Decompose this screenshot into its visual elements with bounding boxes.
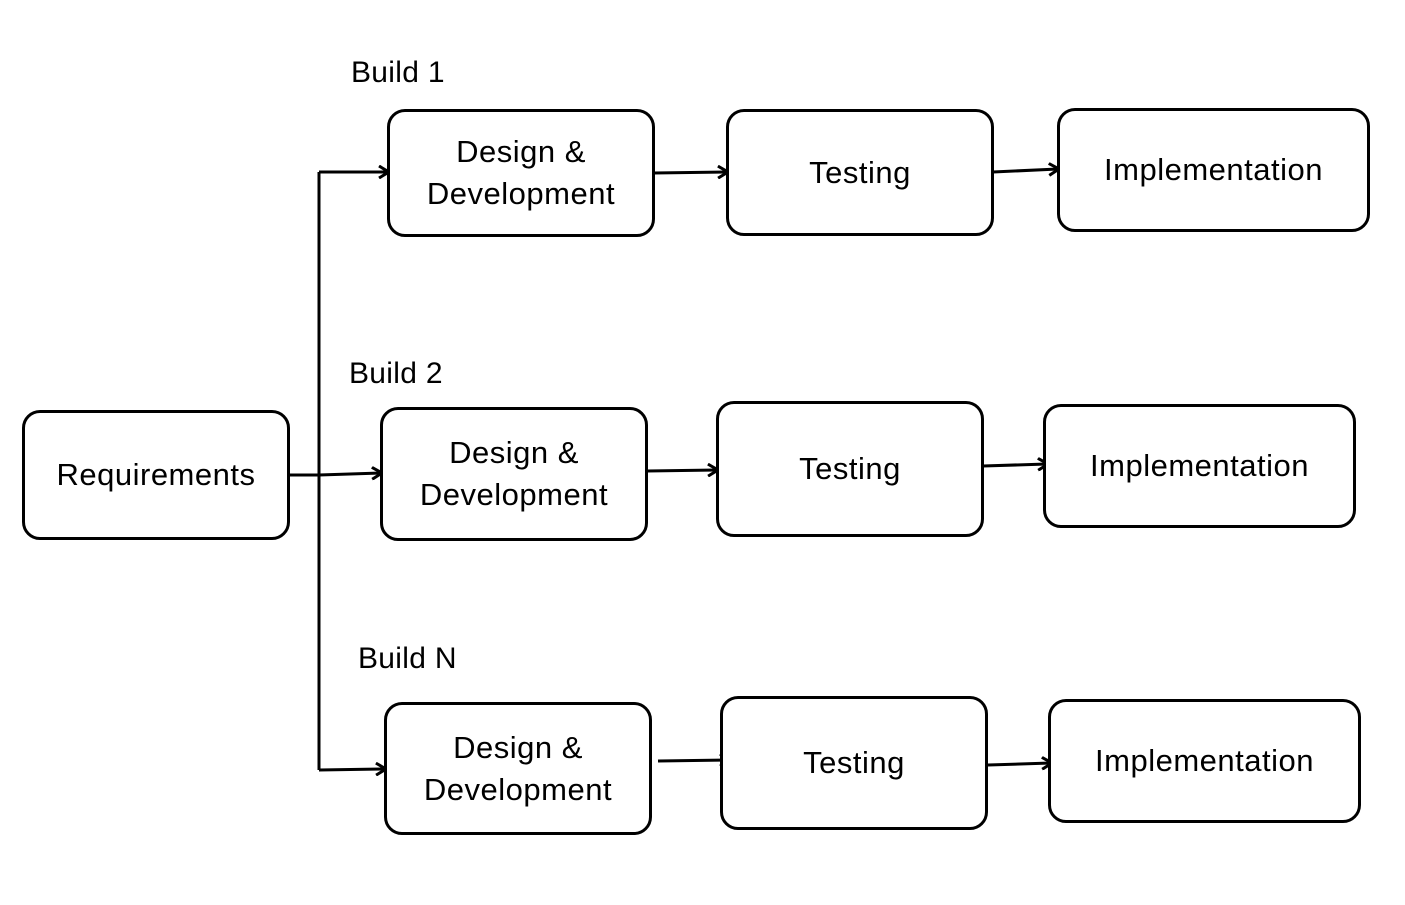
build-2-label: Build 2 <box>349 357 443 390</box>
arrow-build-1-design-to-testing <box>653 172 727 173</box>
build-n-testing-box: Testing <box>720 696 988 830</box>
design-line: Design & <box>449 435 579 470</box>
arrow-build-n-testing-to-implementation <box>987 763 1051 765</box>
implementation-label: Implementation <box>1104 152 1323 187</box>
requirements-label: Requirements <box>56 457 256 492</box>
requirements-box: Requirements <box>22 410 290 540</box>
arrow-build-2-testing-to-implementation <box>982 464 1047 466</box>
testing-label: Testing <box>799 451 901 486</box>
build-2-implementation-box: Implementation <box>1043 404 1356 528</box>
development-line: Development <box>419 477 609 512</box>
implementation-label: Implementation <box>1095 743 1314 778</box>
testing-label: Testing <box>803 745 905 780</box>
testing-label: Testing <box>809 154 911 190</box>
build-n-implementation-box: Implementation <box>1048 699 1361 823</box>
arrow-build-n-design-to-testing <box>657 760 729 761</box>
build-1-testing-box: Testing <box>726 109 994 236</box>
development-line: Development <box>426 176 616 211</box>
arrow-to-build-n-design <box>318 769 385 770</box>
arrow-to-build-2-design <box>318 473 381 475</box>
build-2-testing-box: Testing <box>716 401 984 537</box>
build-1-design-development-box: Design & Development <box>387 109 655 237</box>
build-1-implementation-box: Implementation <box>1057 108 1370 232</box>
development-line: Development <box>423 771 613 807</box>
arrow-build-1-testing-to-implementation <box>992 169 1058 172</box>
build-n-design-development-box: Design & Development <box>384 702 652 835</box>
implementation-label: Implementation <box>1090 448 1309 483</box>
design-line: Design & <box>453 729 583 765</box>
arrow-build-2-design-to-testing <box>646 470 717 471</box>
build-2-design-development-box: Design & Development <box>380 407 648 541</box>
build-n-label: Build N <box>358 642 457 675</box>
design-line: Design & <box>456 134 586 169</box>
build-1-label: Build 1 <box>351 56 445 89</box>
